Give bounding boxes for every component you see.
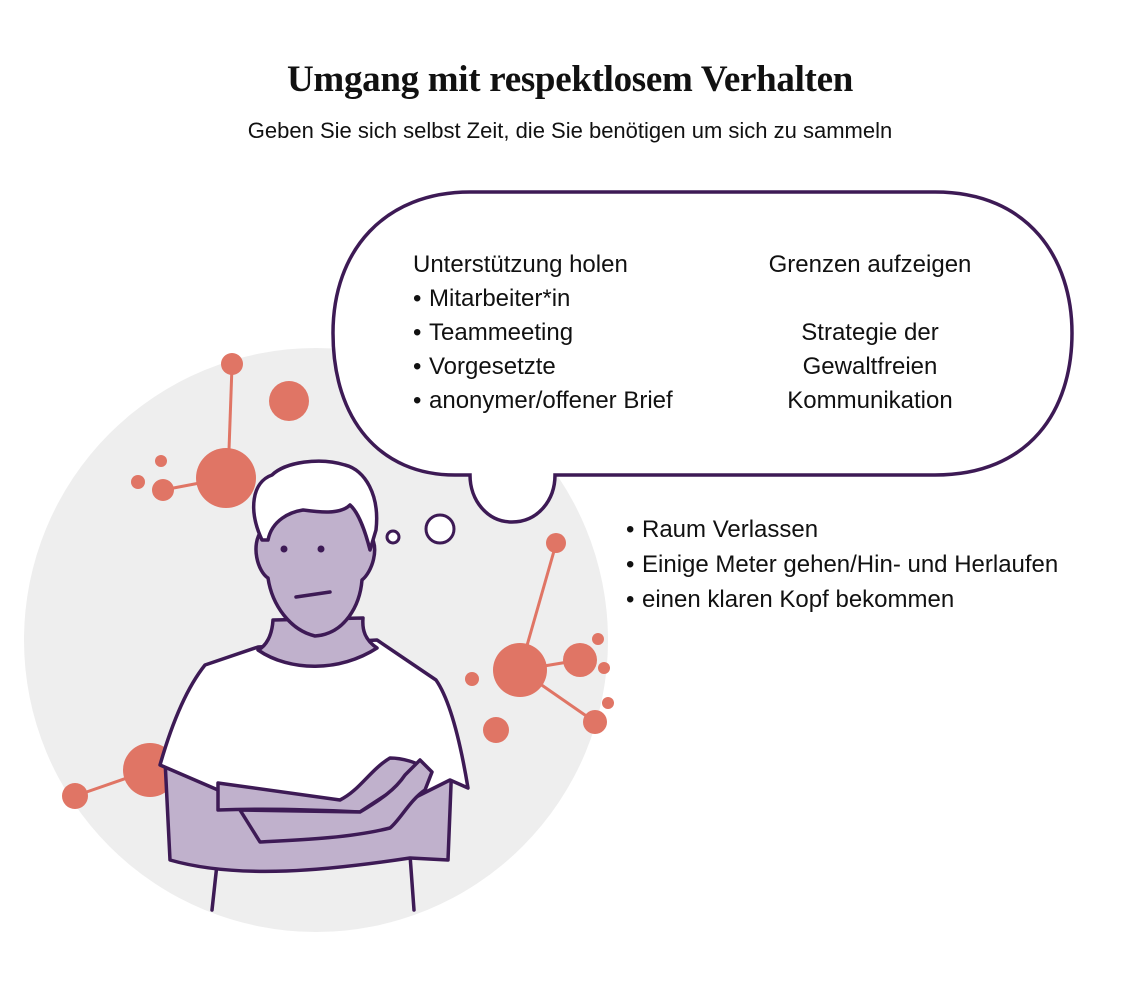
thought-circle-large xyxy=(424,513,456,545)
strategy-line: Kommunikation xyxy=(787,387,953,414)
bullet-icon: • xyxy=(413,353,422,380)
thought-circle-small xyxy=(385,529,401,545)
list-item: •Teammeeting xyxy=(413,316,673,350)
bullet-icon: • xyxy=(626,586,635,613)
list-item: •einen klaren Kopf bekommen xyxy=(626,582,1058,617)
list-item: •Vorgesetzte xyxy=(413,350,673,384)
molecule-icon xyxy=(465,533,614,743)
eye-left xyxy=(280,545,288,553)
support-column: Unterstützung holen •Mitarbeiter*in •Tea… xyxy=(413,248,673,418)
list-item: •Mitarbeiter*in xyxy=(413,282,673,316)
bullet-icon: • xyxy=(626,516,635,543)
strategy-line: Strategie der xyxy=(801,319,939,346)
bullet-icon: • xyxy=(413,387,422,414)
bullet-icon: • xyxy=(413,319,422,346)
bullet-icon: • xyxy=(413,285,422,312)
list-item: •anonymer/offener Brief xyxy=(413,384,673,418)
boundaries-heading: Grenzen aufzeigen xyxy=(768,251,972,278)
bullet-icon: • xyxy=(626,551,635,578)
strategy-line: Gewaltfreien xyxy=(802,353,938,380)
page-subtitle: Geben Sie sich selbst Zeit, die Sie benö… xyxy=(247,118,893,143)
self-care-list: •Raum Verlassen •Einige Meter gehen/Hin-… xyxy=(626,512,1058,617)
list-item: •Raum Verlassen xyxy=(626,512,1058,547)
eye-right xyxy=(317,545,325,553)
page-title: Umgang mit respektlosem Verhalten xyxy=(287,59,853,100)
support-heading: Unterstützung holen xyxy=(413,251,628,278)
boundaries-column: Grenzen aufzeigen Strategie der Gewaltfr… xyxy=(735,248,1005,418)
list-item: •Einige Meter gehen/Hin- und Herlaufen xyxy=(626,547,1058,582)
person-figure xyxy=(158,459,470,912)
thought-bubble xyxy=(331,190,1074,524)
molecule-icon xyxy=(131,353,309,508)
